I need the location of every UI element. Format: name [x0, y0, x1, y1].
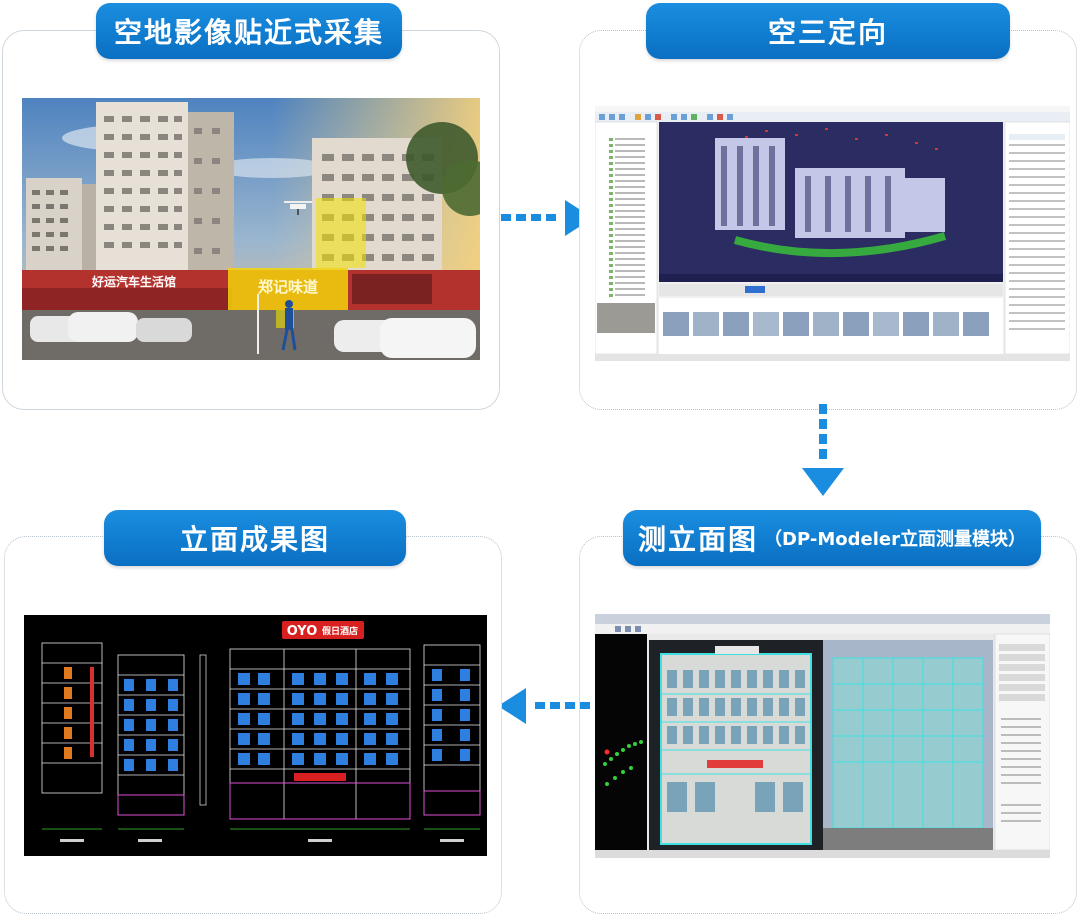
- step-title-subtitle: （DP-Modeler立面测量模块）: [764, 529, 1026, 550]
- street-photo: 郑记味道 好运汽车生活馆: [22, 98, 480, 360]
- flow-arrow-left: [498, 688, 590, 724]
- step-title-text: 空三定向: [767, 16, 888, 49]
- dp-modeler-screenshot: [595, 614, 1050, 858]
- step-title-aerotriangulation: 空三定向: [646, 3, 1010, 59]
- step-title-facade-result: 立面成果图: [104, 510, 406, 566]
- hotel-logo-text: OYO: [287, 624, 318, 639]
- step-title-text: 立面成果图: [179, 523, 330, 556]
- facade-cad-drawing: OYO 假日酒店: [24, 615, 487, 856]
- drone-icon: [284, 201, 312, 215]
- shop-sign-main: 郑记味道: [258, 278, 318, 296]
- operator-figure: [257, 294, 297, 354]
- shop-sign-left: 好运汽车生活馆: [91, 274, 176, 289]
- step-title-text: 测立面图: [638, 523, 759, 556]
- aerotriangulation-software-screenshot: [595, 98, 1070, 361]
- flow-arrow-down: [802, 404, 844, 496]
- step-title-facade-measurement: 测立面图（DP-Modeler立面测量模块）: [623, 510, 1041, 566]
- step-title-image-collection: 空地影像贴近式采集: [96, 3, 402, 59]
- hotel-name-text: 假日酒店: [322, 625, 358, 637]
- step-title-text: 空地影像贴近式采集: [113, 16, 384, 49]
